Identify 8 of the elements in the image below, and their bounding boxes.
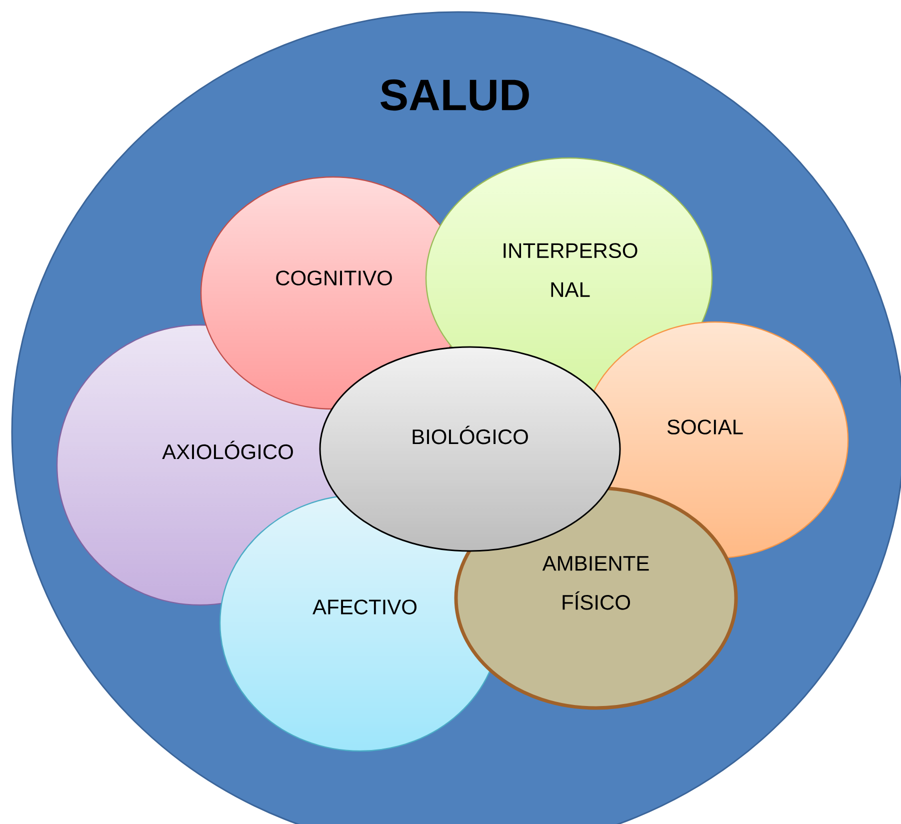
node-label: BIOLÓGICO — [412, 426, 528, 444]
node-label: SOCIAL — [667, 420, 743, 434]
node-label: SALUD — [380, 79, 529, 111]
node-label: COGNITIVO — [276, 270, 392, 286]
node-label: AFECTIVO — [312, 600, 416, 614]
node-label: AXIOLÓGICO — [162, 440, 293, 460]
node-label: INTERPERSO NAL — [504, 243, 638, 297]
node-label: AMBIENTE FÍSICO — [542, 556, 649, 610]
